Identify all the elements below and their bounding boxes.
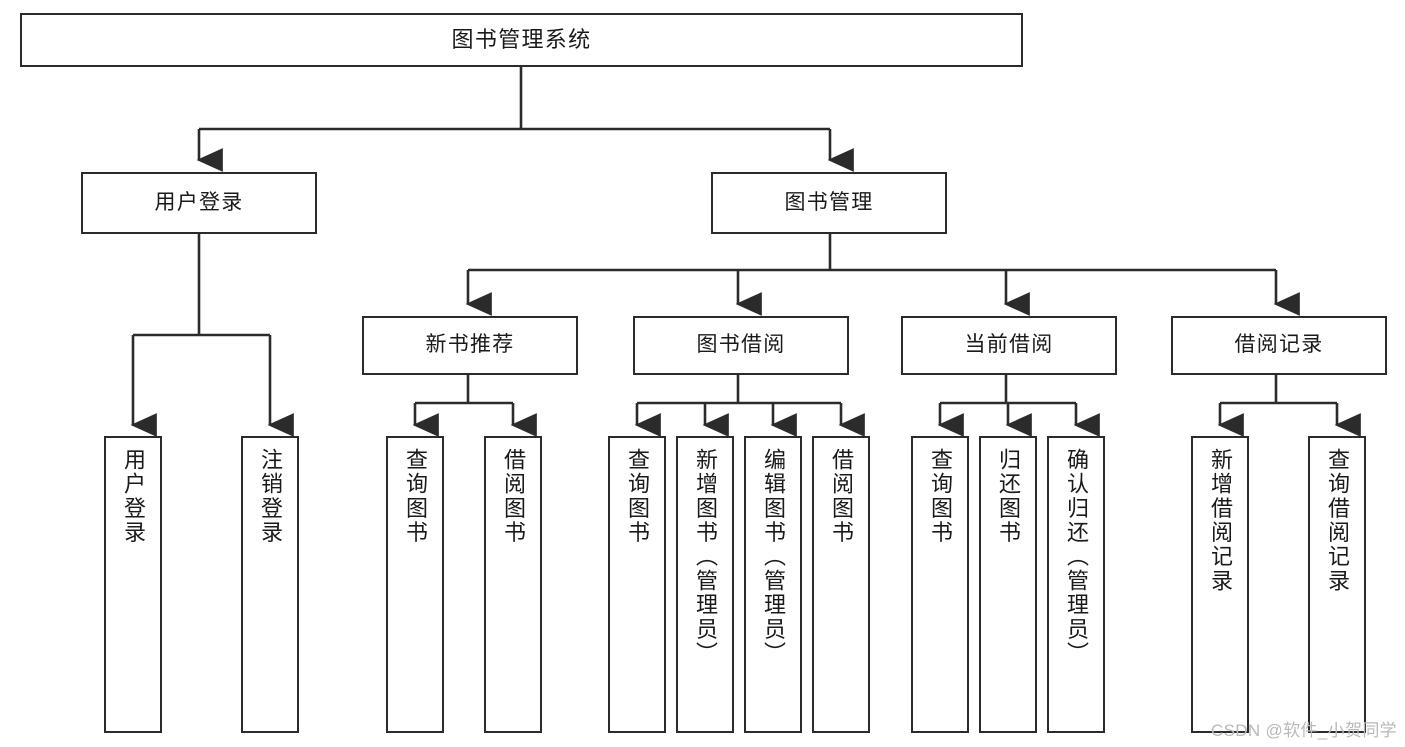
- node-label: 确认归还（管理员）: [1064, 448, 1089, 666]
- node-label: 查询图书: [403, 448, 428, 545]
- node-label: 查询图书: [928, 448, 953, 545]
- node-leaf-query-book-recommend[interactable]: 查询图书: [386, 436, 444, 733]
- node-label: 归还图书: [996, 448, 1021, 545]
- node-new-book-recommend[interactable]: 新书推荐: [362, 316, 578, 375]
- node-label: 新增借阅记录: [1208, 448, 1233, 594]
- node-label: 图书管理系统: [451, 27, 592, 53]
- node-leaf-add-book-admin[interactable]: 新增图书（管理员）: [676, 436, 734, 733]
- node-label: 借阅记录: [1234, 333, 1324, 357]
- node-root-book-management-system[interactable]: 图书管理系统: [20, 13, 1023, 67]
- node-leaf-user-logout[interactable]: 注销登录: [241, 436, 299, 733]
- node-label: 用户登录: [154, 190, 244, 214]
- node-leaf-query-book-current[interactable]: 查询图书: [911, 436, 969, 733]
- node-leaf-add-borrow-record[interactable]: 新增借阅记录: [1191, 436, 1249, 733]
- node-user-login[interactable]: 用户登录: [81, 172, 317, 234]
- node-leaf-user-login[interactable]: 用户登录: [104, 436, 162, 733]
- node-label: 新增图书（管理员）: [693, 448, 718, 666]
- node-book-manage[interactable]: 图书管理: [711, 172, 947, 234]
- node-leaf-edit-book-admin[interactable]: 编辑图书（管理员）: [744, 436, 802, 733]
- node-label: 图书借阅: [696, 333, 786, 357]
- node-label: 注销登录: [258, 448, 283, 545]
- node-label: 查询图书: [625, 448, 650, 545]
- node-leaf-confirm-return-admin[interactable]: 确认归还（管理员）: [1047, 436, 1105, 733]
- node-leaf-borrow-book-recommend[interactable]: 借阅图书: [484, 436, 542, 733]
- node-leaf-query-borrow-record[interactable]: 查询借阅记录: [1308, 436, 1366, 733]
- node-label: 借阅图书: [829, 448, 854, 545]
- node-leaf-return-book[interactable]: 归还图书: [979, 436, 1037, 733]
- node-current-borrow[interactable]: 当前借阅: [901, 316, 1117, 375]
- node-label: 当前借阅: [964, 333, 1054, 357]
- node-label: 图书管理: [784, 190, 874, 214]
- node-leaf-query-book-borrow[interactable]: 查询图书: [608, 436, 666, 733]
- node-label: 编辑图书（管理员）: [761, 448, 786, 666]
- node-label: 借阅图书: [501, 448, 526, 545]
- node-label: 新书推荐: [425, 333, 515, 357]
- csdn-watermark: CSDN @软件_小贺同学: [1210, 721, 1397, 740]
- node-label: 查询借阅记录: [1325, 448, 1350, 594]
- node-book-borrow[interactable]: 图书借阅: [633, 316, 849, 375]
- node-label: 用户登录: [121, 448, 146, 545]
- node-leaf-borrow-book-borrow[interactable]: 借阅图书: [812, 436, 870, 733]
- node-borrow-record[interactable]: 借阅记录: [1171, 316, 1387, 375]
